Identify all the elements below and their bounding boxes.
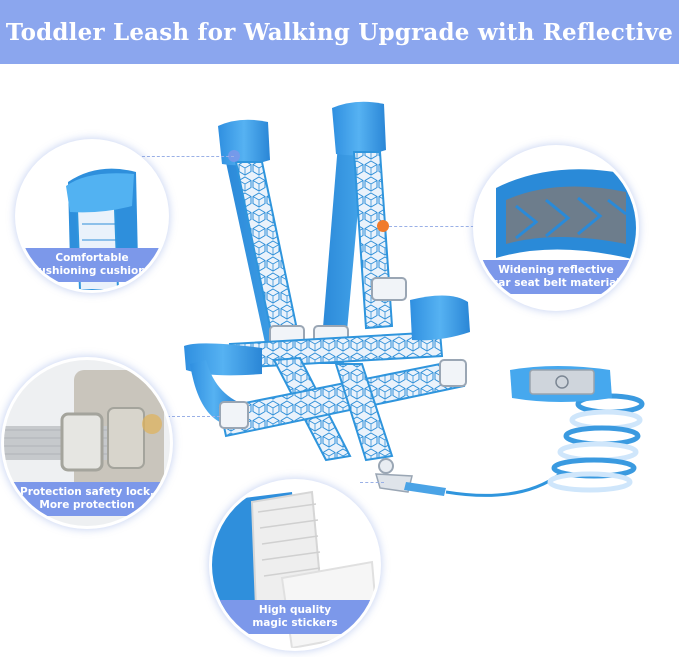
- caption-lock-line2: More protection: [39, 499, 135, 511]
- caption-cushion: Comfortable cushioning cushions: [18, 248, 166, 282]
- callout-reflective: Widening reflective car seat belt materi…: [476, 148, 636, 308]
- caption-sticker-line1: High quality: [258, 604, 332, 616]
- caption-cushion-line2: cushioning cushions: [32, 265, 152, 277]
- product-stage: Comfortable cushioning cushions Widening…: [0, 64, 679, 657]
- callout-cushion: Comfortable cushioning cushions: [18, 142, 166, 290]
- caption-lock: Protection safety lock, More protection: [4, 482, 170, 516]
- banner-title: Toddler Leash for Walking Upgrade with R…: [5, 18, 674, 46]
- connector-reflective: [389, 226, 479, 227]
- connector-cushion: [142, 156, 234, 157]
- title-banner: Toddler Leash for Walking Upgrade with R…: [0, 0, 679, 64]
- callout-sticker: High quality magic stickers: [212, 482, 378, 648]
- caption-sticker: High quality magic stickers: [212, 600, 378, 634]
- harness-product-image: [184, 101, 645, 497]
- lock-closeup-image: [4, 360, 170, 526]
- caption-cushion-line1: Comfortable: [55, 252, 129, 264]
- caption-reflective: Widening reflective car seat belt materi…: [476, 260, 636, 294]
- caption-sticker-line2: magic stickers: [252, 617, 338, 629]
- caption-reflective-line2: car seat belt material: [492, 277, 620, 289]
- caption-reflective-line1: Widening reflective: [498, 264, 614, 276]
- caption-lock-line1: Protection safety lock,: [20, 486, 154, 498]
- callout-lock: Protection safety lock, More protection: [4, 360, 170, 526]
- connector-lock: [162, 416, 220, 417]
